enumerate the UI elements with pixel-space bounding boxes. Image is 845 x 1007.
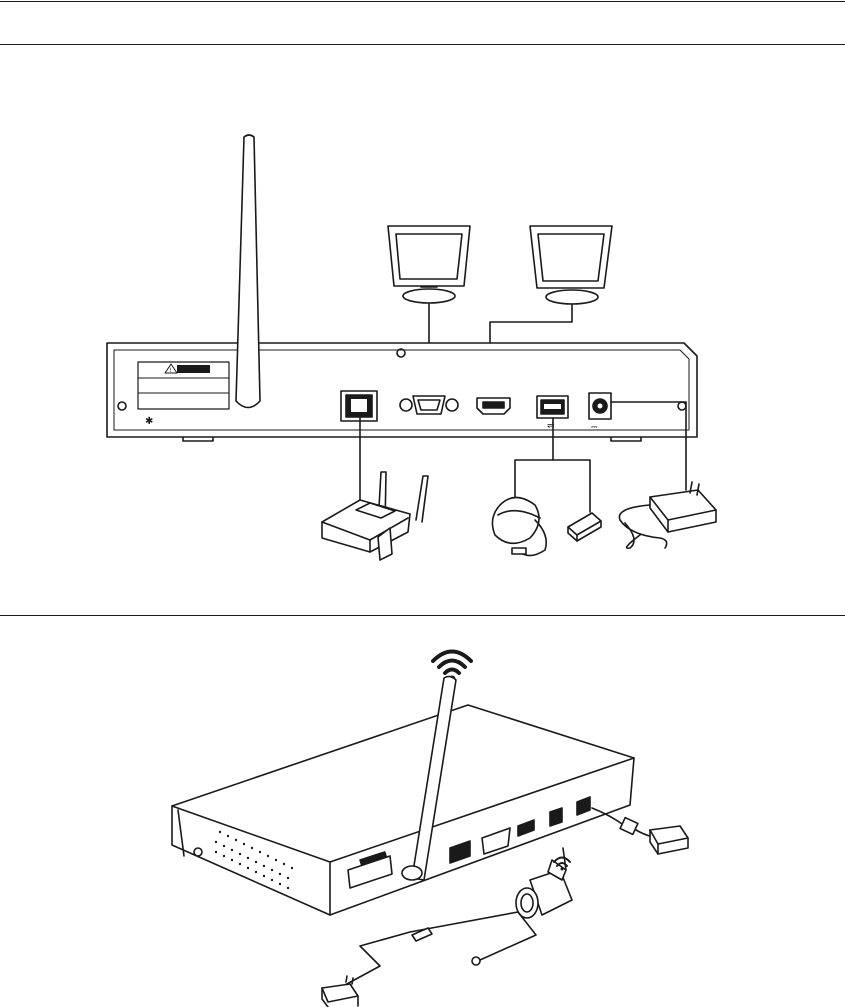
ethernet-port-iso [450,841,470,863]
hdmi-port-iso [518,820,534,836]
dc-power-symbol-icon: ⎓ [591,422,598,431]
camera-dc-connector [412,928,480,965]
camera-power-adapter [322,976,358,1007]
wireless-camera-panel [0,617,845,1007]
svg-text:!: ! [169,367,171,374]
usb-port-iso [550,808,562,826]
top-rule [0,1,845,2]
hdmi-port [477,398,510,414]
vga-monitor [388,226,470,303]
nvr-rear-panel: ✱ [107,343,697,441]
ethernet-port [341,391,377,421]
rear-connection-panel: ✱ ! ⇌ ⎓ [0,45,845,615]
usb-mouse [492,498,546,556]
hdmi-monitor [530,226,612,304]
svg-text:✱: ✱ [145,416,153,427]
camera-power-cable [345,912,536,985]
power-adapter [619,482,716,548]
usb-port [537,396,568,418]
power-port-iso [577,797,590,815]
antenna [236,135,260,408]
usb-flash-drive [568,513,601,541]
section-rule-2 [0,615,845,616]
power-port [589,393,611,419]
router [322,472,428,560]
nvr-power-adapter [650,826,688,854]
